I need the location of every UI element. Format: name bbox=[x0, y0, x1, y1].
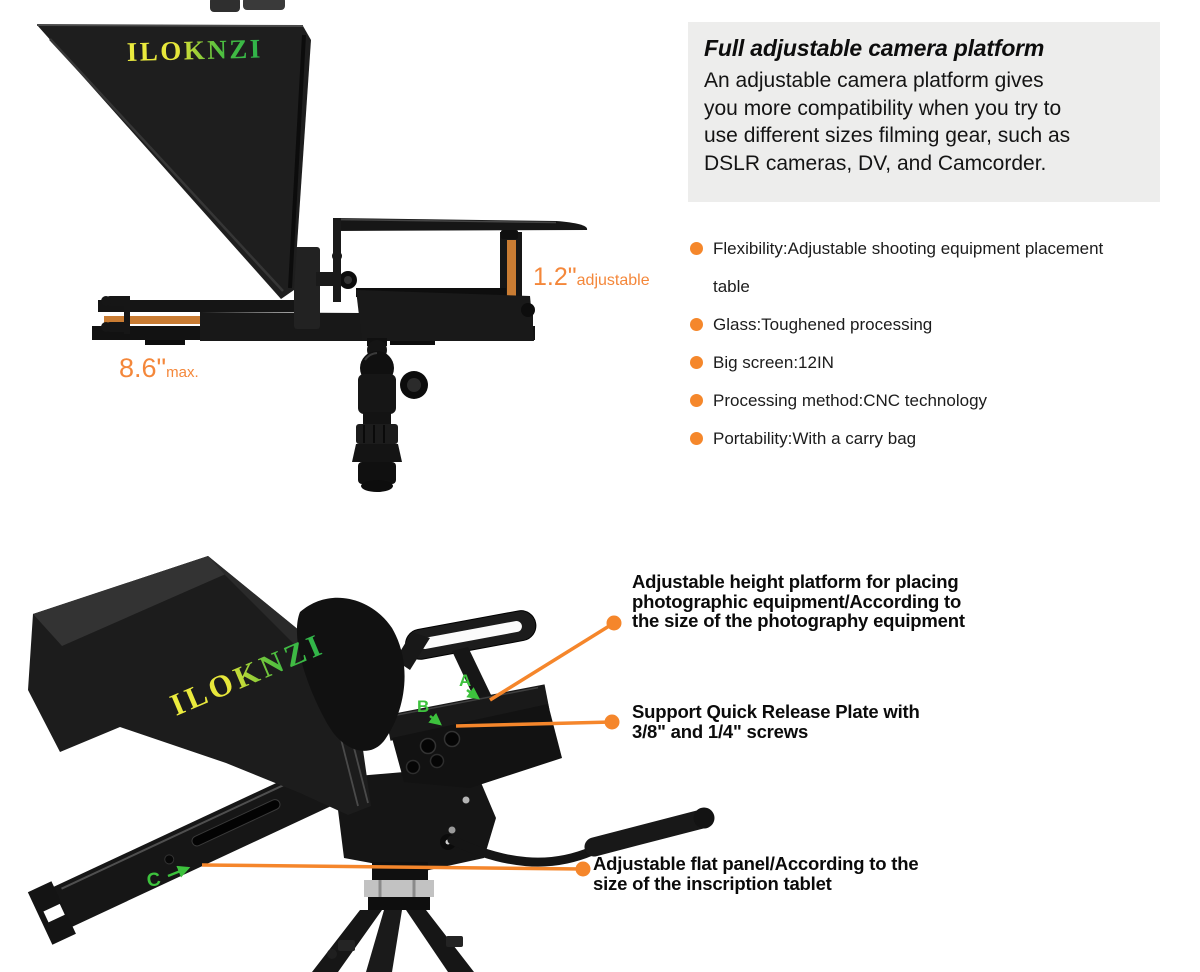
height-platform-assembly bbox=[385, 610, 562, 788]
dimension-label: adjustable bbox=[576, 272, 650, 289]
bullet-dot-icon bbox=[690, 432, 703, 445]
dimension-value: 1.2" bbox=[533, 263, 577, 291]
tripod bbox=[312, 766, 496, 972]
feature-item: Big screen:12IN bbox=[688, 344, 1173, 382]
callout-connectors bbox=[201, 621, 615, 871]
callout-dot-3 bbox=[575, 861, 591, 877]
ball-head-mount bbox=[352, 338, 428, 492]
dimension-label: max. bbox=[166, 364, 199, 381]
dimension-value: 8.6" bbox=[119, 353, 167, 383]
feature-text: Processing method:CNC technology bbox=[713, 391, 988, 410]
feature-list: Flexibility:Adjustable shooting equipmen… bbox=[688, 230, 1173, 458]
part-label-c: C bbox=[145, 869, 162, 892]
brand-logo-top: ILOKNZI bbox=[126, 33, 263, 67]
feature-text: Glass:Toughened processing bbox=[713, 315, 933, 334]
rail-clamp-hooks bbox=[101, 296, 130, 334]
top-photo-illustration: ILOKNZI bbox=[36, 0, 588, 492]
flat-panel-rail bbox=[27, 758, 349, 945]
callout-dot-1 bbox=[606, 615, 622, 631]
feature-text: Big screen:12IN bbox=[713, 353, 834, 372]
feature-item: Portability:With a carry bag bbox=[688, 420, 1173, 458]
feature-item: Glass:Toughened processing bbox=[688, 306, 1173, 344]
callout-dots bbox=[575, 615, 622, 877]
hood-cloth bbox=[296, 597, 405, 751]
cropped-object-top-edge bbox=[210, 0, 285, 12]
pan-handle bbox=[447, 807, 715, 867]
part-label-a-arrow-icon bbox=[466, 687, 481, 700]
bullet-dot-icon bbox=[690, 356, 703, 369]
callout-line-3 bbox=[201, 863, 584, 871]
info-panel: Full adjustable camera platform An adjus… bbox=[688, 22, 1160, 202]
bottom-photo-illustration: ILOKNZI A B C bbox=[27, 556, 715, 972]
panel-title: Full adjustable camera platform bbox=[704, 35, 1045, 61]
bullet-dot-icon bbox=[690, 318, 703, 331]
panel-body: An adjustable camera platform gives you … bbox=[704, 69, 1071, 175]
callout-text-flat-panel: Adjustable flat panel/According to the s… bbox=[593, 853, 919, 894]
bullet-dot-icon bbox=[690, 242, 703, 255]
dimension-annotation-adjustable: 1.2"adjustable bbox=[533, 263, 650, 292]
part-label-b-arrow-icon bbox=[428, 712, 442, 726]
silver-collar bbox=[364, 880, 434, 897]
camera-platform bbox=[294, 218, 588, 341]
callout-line-2 bbox=[455, 720, 613, 728]
feature-item: Flexibility:Adjustable shooting equipmen… bbox=[688, 230, 1173, 306]
dimension-annotation-max: 8.6"max. bbox=[119, 353, 199, 384]
part-label-c-arrow-icon bbox=[167, 865, 191, 878]
part-label-b: B bbox=[417, 697, 429, 716]
teleprompter-hood-bottom: ILOKNZI bbox=[28, 556, 405, 815]
callout-dot-2 bbox=[604, 714, 620, 730]
callout-line-1 bbox=[489, 621, 615, 702]
part-label-a: A bbox=[459, 671, 471, 690]
feature-item: Processing method:CNC technology bbox=[688, 382, 1173, 420]
feature-text: Portability:With a carry bag bbox=[713, 429, 917, 448]
teleprompter-hood: ILOKNZI bbox=[36, 24, 311, 299]
bullet-dot-icon bbox=[690, 394, 703, 407]
callout-text-quick-release: Support Quick Release Plate with 3/8" an… bbox=[632, 701, 920, 742]
feature-text: Flexibility:Adjustable shooting equipmen… bbox=[713, 239, 1104, 296]
callout-text-height-platform: Adjustable height platform for placing p… bbox=[632, 571, 965, 631]
